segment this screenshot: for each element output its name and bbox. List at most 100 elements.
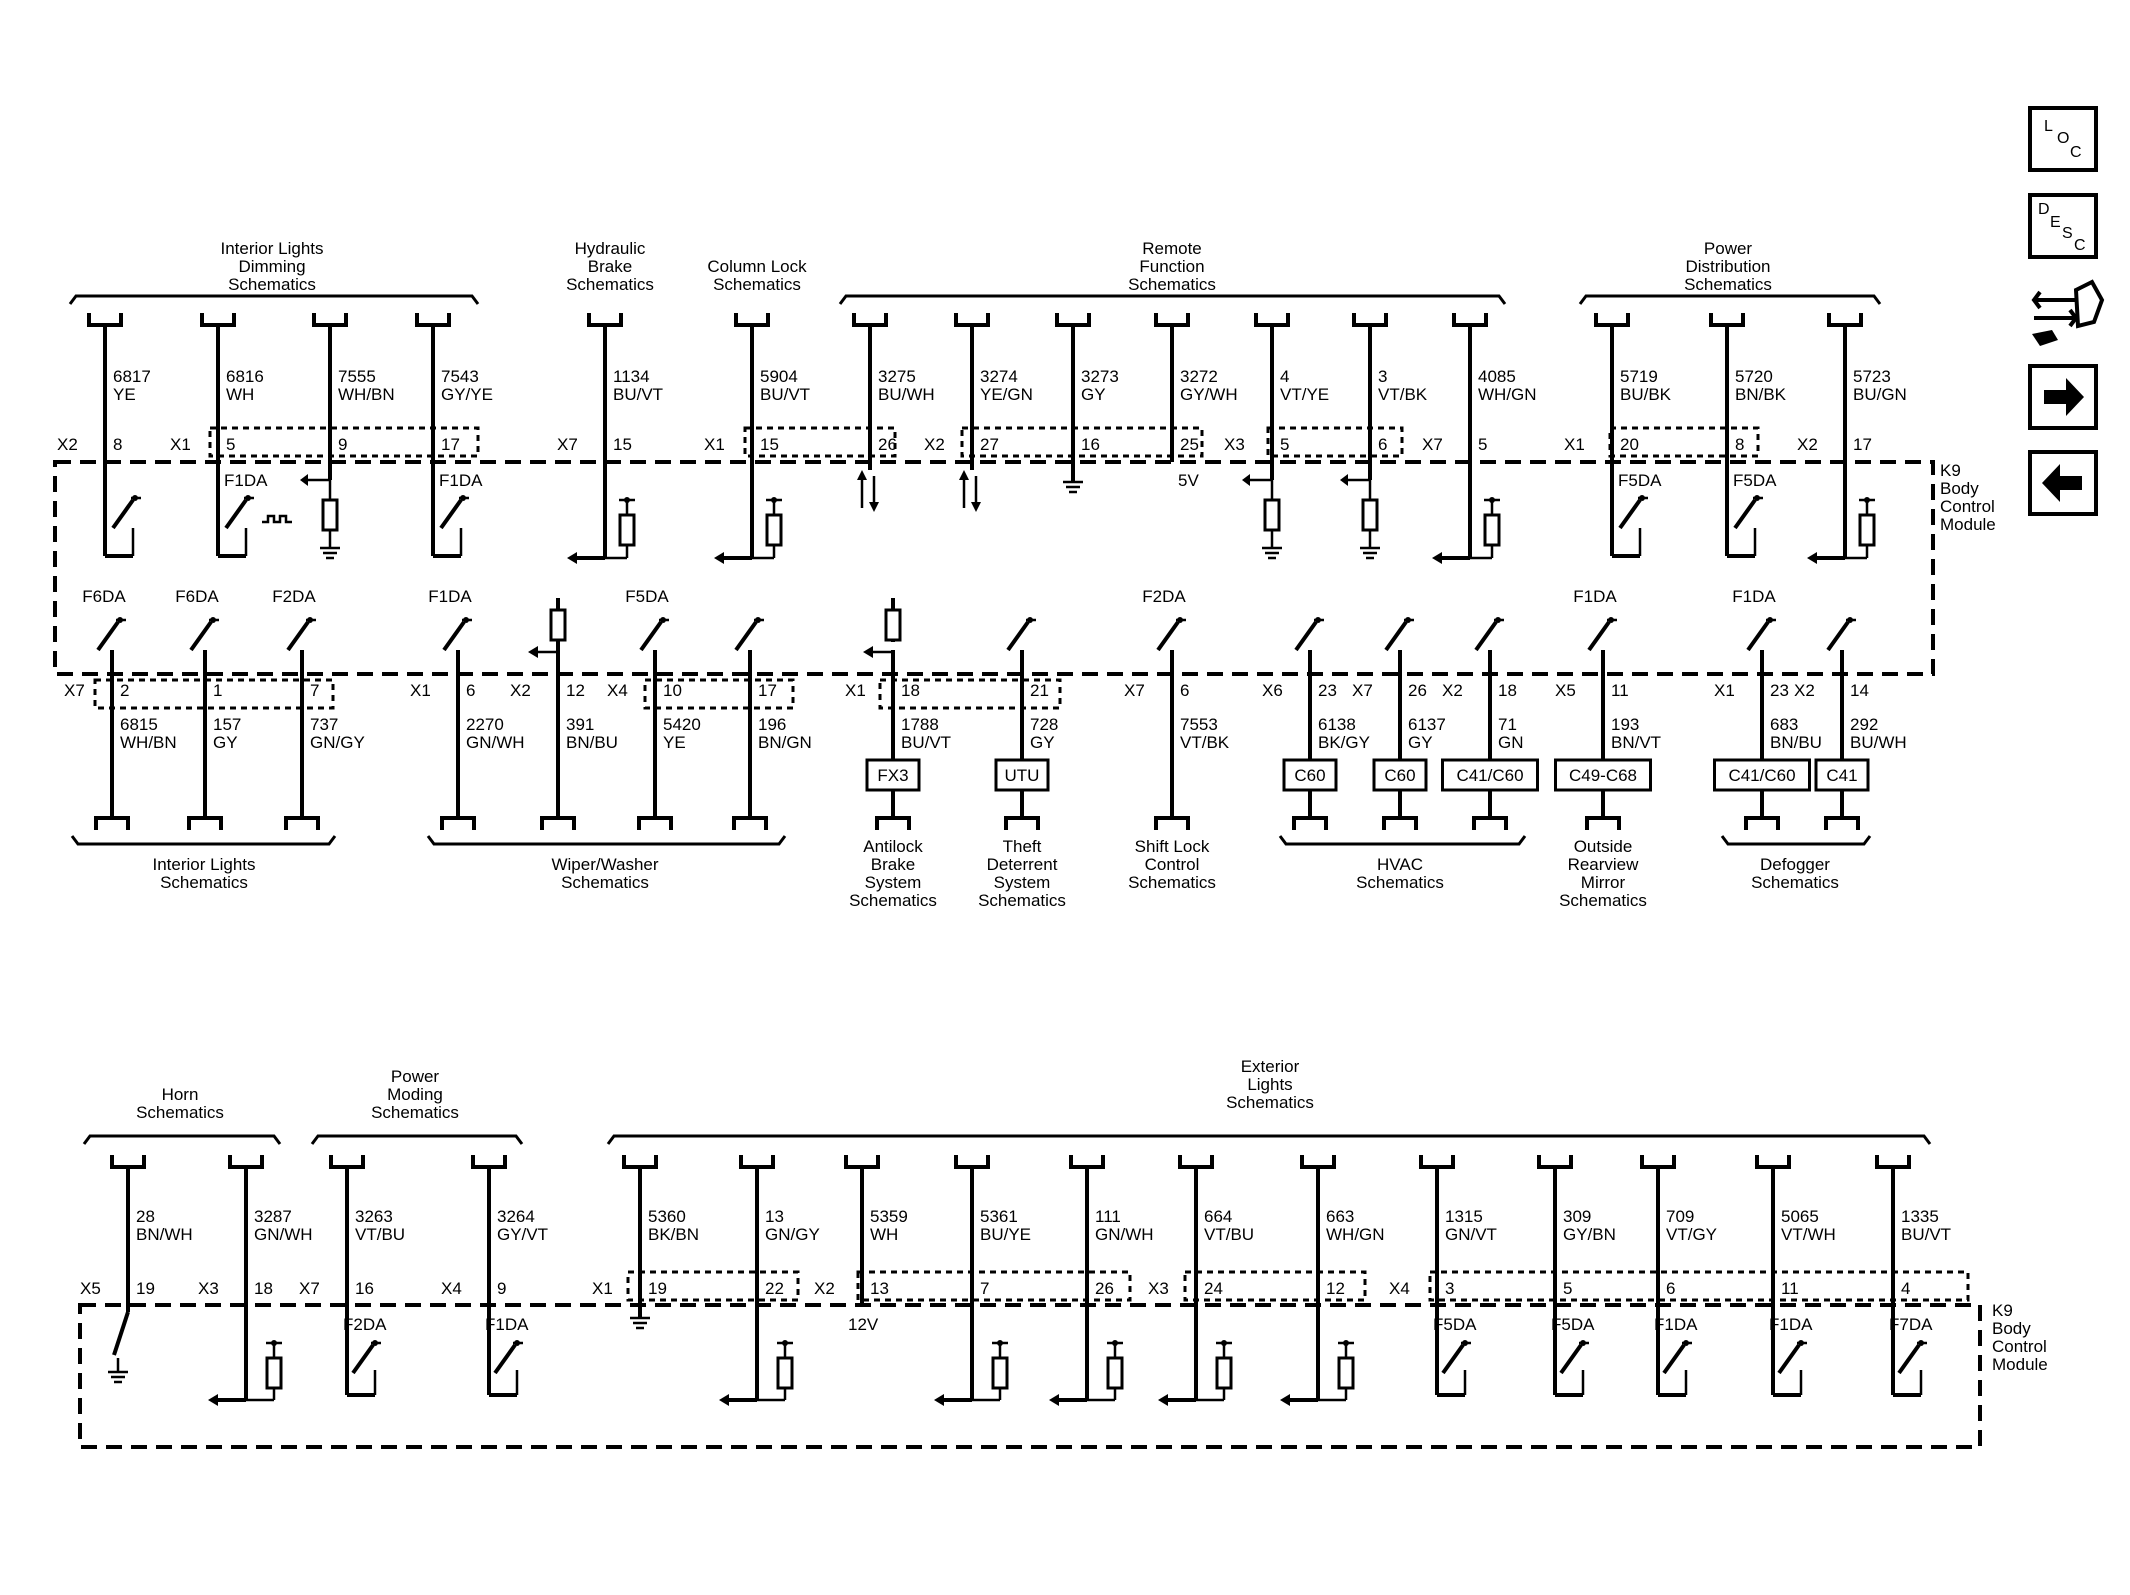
pin-number: 18	[1498, 681, 1517, 700]
circuit-number: 28	[136, 1207, 155, 1226]
circuit-number: 3	[1378, 367, 1387, 386]
fuse-label: F5DA	[1433, 1315, 1477, 1334]
group-label-line: Schematics	[713, 275, 801, 294]
connector-tool-icon[interactable]	[2031, 279, 2105, 346]
wire-color: BN/WH	[136, 1225, 193, 1244]
connector-id: X5	[1555, 681, 1576, 700]
pin-number: 16	[1081, 435, 1100, 454]
group-label-line: Mirror	[1581, 873, 1626, 892]
circuit-number: 6817	[113, 367, 151, 386]
circuit-number: 71	[1498, 715, 1517, 734]
pin-number: 20	[1620, 435, 1639, 454]
wire-color: GY	[1408, 733, 1433, 752]
module-name-line: Control	[1940, 497, 1995, 516]
circuit-number: 4085	[1478, 367, 1516, 386]
fuse-label: F1DA	[428, 587, 472, 606]
wire-color: YE	[663, 733, 686, 752]
group-label-line: Shift Lock	[1135, 837, 1210, 856]
pin-number: 9	[338, 435, 347, 454]
group-label-line: Schematics	[566, 275, 654, 294]
pin-number: 11	[1781, 1279, 1799, 1298]
group-label-line: Schematics	[160, 873, 248, 892]
circuit-number: 709	[1666, 1207, 1694, 1226]
group-label-line: Exterior	[1241, 1057, 1300, 1076]
group-label-line: HVAC	[1377, 855, 1423, 874]
connector-id: X4	[1389, 1279, 1410, 1298]
connector-id: X2	[1797, 435, 1818, 454]
group-label-line: Power	[1704, 239, 1753, 258]
wire-color: WH/BN	[120, 733, 177, 752]
destination-connector-box	[1441, 758, 1539, 792]
pin-number: 6	[1666, 1279, 1675, 1298]
fuse-label: F2DA	[272, 587, 316, 606]
group-label-line: Schematics	[1128, 275, 1216, 294]
connector-id: X3	[198, 1279, 219, 1298]
next-page-button[interactable]	[2028, 364, 2098, 430]
wire-color: BU/VT	[760, 385, 810, 404]
pin-number: 22	[765, 1279, 784, 1298]
diagram2-group-labels: HornSchematicsPowerModingSchematicsExter…	[82, 1057, 1932, 1145]
desc-button[interactable]: D E S C	[2028, 193, 2098, 259]
connector-id: X3	[1148, 1279, 1169, 1298]
group-label-line: Schematics	[1226, 1093, 1314, 1112]
circuit-number: 5720	[1735, 367, 1773, 386]
group-label-line: Remote	[1142, 239, 1202, 258]
group-label-line: Horn	[162, 1085, 199, 1104]
svg-text:E: E	[2050, 214, 2061, 231]
circuit-number: 6815	[120, 715, 158, 734]
circuit-number: 5361	[980, 1207, 1018, 1226]
circuit-number: 7543	[441, 367, 479, 386]
group-label-line: Schematics	[1559, 891, 1647, 910]
wire-color: BN/BU	[1770, 733, 1822, 752]
circuit-number: 1134	[613, 367, 650, 386]
wire-color: YE/GN	[980, 385, 1033, 404]
pin-number: 9	[497, 1279, 506, 1298]
previous-page-button[interactable]	[2028, 450, 2098, 516]
group-label-line: Defogger	[1760, 855, 1830, 874]
svg-text:O: O	[2057, 130, 2069, 147]
fuse-label: F1DA	[1654, 1315, 1698, 1334]
loc-button[interactable]: L O C	[2028, 106, 2098, 172]
circuit-number: 4	[1280, 367, 1289, 386]
group-label-line: Antilock	[863, 837, 923, 856]
pin-number: 16	[355, 1279, 374, 1298]
circuit-number: 2270	[466, 715, 504, 734]
svg-text:S: S	[2062, 225, 2073, 242]
group-label-line: Dimming	[238, 257, 305, 276]
wire-color: VT/BK	[1378, 385, 1428, 404]
connector-id: X1	[1714, 681, 1735, 700]
pin-number: 3	[1445, 1279, 1454, 1298]
circuit-number: 3272	[1180, 367, 1218, 386]
connector-id: X1	[845, 681, 866, 700]
connector-id: X2	[57, 435, 78, 454]
